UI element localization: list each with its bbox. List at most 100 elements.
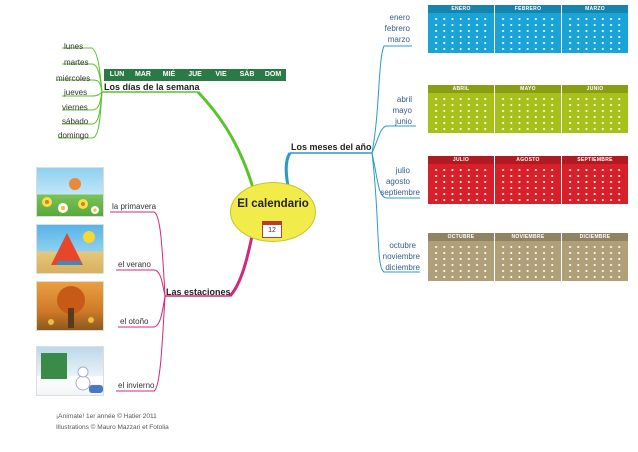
month-label-noviembre: noviembre <box>382 252 420 261</box>
day-label-domingo: domingo <box>58 131 89 140</box>
calendar-diciembre: DICIEMBRE <box>562 233 628 281</box>
calendar-grid <box>499 244 557 278</box>
calendar-title: OCTUBRE <box>428 233 494 241</box>
weekday-abbr: LUN <box>109 71 125 78</box>
month-label-junio: junio <box>395 117 412 126</box>
connector-months-q4 <box>371 152 420 273</box>
calendar-grid <box>566 96 624 130</box>
month-label-marzo: marzo <box>387 35 410 44</box>
calendar-grid <box>432 244 490 278</box>
weekday-abbr: MAR <box>135 71 151 78</box>
calendar-septiembre: SEPTIEMBRE <box>562 156 628 204</box>
calendar-icon: 12 <box>262 221 282 238</box>
calendar-title: MARZO <box>562 5 628 13</box>
credit-line-1: ¡Anímate! 1er année © Hatier 2011 <box>56 413 157 420</box>
calendar-abril: ABRIL <box>428 85 494 133</box>
calendar-grid <box>432 167 490 201</box>
calendar-grid <box>499 16 557 50</box>
connector-days-trunk <box>196 90 257 196</box>
calendar-grid <box>566 244 624 278</box>
connector-day-4 <box>62 91 103 97</box>
month-label-octubre: octubre <box>389 241 416 250</box>
month-label-diciembre: diciembre <box>385 263 420 272</box>
calendar-title: JUNIO <box>562 85 628 93</box>
day-label-sabado: sábado <box>62 117 89 126</box>
calendar-title: DICIEMBRE <box>562 233 628 241</box>
calendar-grid <box>499 167 557 201</box>
month-label-abril: abril <box>396 95 412 104</box>
credit-line-2: Illustrations © Mauro Mazzari et Fotolia <box>56 424 169 431</box>
spring-illustration <box>36 167 104 217</box>
weekday-abbreviation-bar: LUN MAR MIÉ JUE VIE SÁB DOM <box>104 69 286 81</box>
weekday-abbr: JUE <box>188 71 202 78</box>
winter-illustration <box>36 346 104 396</box>
calendar-junio: JUNIO <box>562 85 628 133</box>
month-label-enero: enero <box>389 13 410 22</box>
beach-icon <box>51 231 95 265</box>
calendar-febrero: FEBRERO <box>495 5 561 53</box>
month-label-julio: julio <box>395 166 410 175</box>
central-node-title: El calendario <box>237 198 309 210</box>
calendar-grid <box>432 16 490 50</box>
calendar-grid <box>566 16 624 50</box>
connector-seasons-trunk <box>228 235 254 298</box>
calendar-mayo: MAYO <box>495 85 561 133</box>
weekday-abbr: SÁB <box>239 71 255 78</box>
connector-day-3 <box>56 79 103 93</box>
day-label-lunes: lunes <box>64 42 84 51</box>
connector-day-7 <box>58 91 103 139</box>
connector-season-3 <box>118 295 166 328</box>
day-label-jueves: jueves <box>64 88 88 97</box>
calendar-noviembre: NOVIEMBRE <box>495 233 561 281</box>
month-label-agosto: agosto <box>385 177 410 186</box>
branch-seasons-label: Las estaciones <box>166 287 231 297</box>
calendar-grid <box>432 96 490 130</box>
calendar-title: MAYO <box>495 85 561 93</box>
calendar-title: NOVIEMBRE <box>495 233 561 241</box>
calendar-julio: JULIO <box>428 156 494 204</box>
summer-illustration <box>36 224 104 274</box>
month-label-mayo: mayo <box>392 106 412 115</box>
branch-months-label: Los meses del año <box>291 142 372 152</box>
month-label-febrero: febrero <box>384 24 410 33</box>
connector-months-q3 <box>371 152 420 199</box>
calendar-grid <box>499 96 557 130</box>
weekday-abbr: VIE <box>215 71 227 78</box>
calendar-row-q4: OCTUBRE NOVIEMBRE DICIEMBRE <box>428 233 629 281</box>
calendar-row-q1: ENERO FEBRERO MARZO <box>428 5 629 53</box>
calendar-agosto: AGOSTO <box>495 156 561 204</box>
calendar-title: ENERO <box>428 5 494 13</box>
calendar-title: SEPTIEMBRE <box>562 156 628 164</box>
autumn-illustration <box>36 281 104 331</box>
calendar-marzo: MARZO <box>562 5 628 53</box>
calendar-title: FEBRERO <box>495 5 561 13</box>
season-label-verano: el verano <box>118 260 151 269</box>
season-label-primavera: la primavera <box>112 202 157 211</box>
branch-days-label: Los días de la semana <box>104 82 200 92</box>
calendar-title: AGOSTO <box>495 156 561 164</box>
connector-day-1 <box>62 47 103 93</box>
calendar-grid <box>566 167 624 201</box>
autumn-tree-icon <box>48 286 94 328</box>
day-label-martes: martes <box>64 58 89 67</box>
snowman-icon <box>41 353 103 393</box>
month-label-septiembre: septiembre <box>380 188 420 197</box>
calendar-enero: ENERO <box>428 5 494 53</box>
connector-months-q2 <box>371 125 416 154</box>
weekday-abbr: DOM <box>264 71 282 78</box>
connector-season-1 <box>110 211 166 297</box>
day-label-miercoles: miércoles <box>56 74 91 83</box>
season-label-invierno: el invierno <box>118 381 155 390</box>
calendar-row-q3: JULIO AGOSTO SEPTIEMBRE <box>428 156 629 204</box>
calendar-octubre: OCTUBRE <box>428 233 494 281</box>
flowers-icon <box>42 178 99 214</box>
connector-season-2 <box>116 269 166 297</box>
connector-months-q1 <box>371 45 412 154</box>
connector-season-4 <box>116 295 166 392</box>
calendar-row-q2: ABRIL MAYO JUNIO <box>428 85 629 133</box>
season-label-otono: el otoño <box>120 317 149 326</box>
calendar-title: JULIO <box>428 156 494 164</box>
day-label-viernes: viernes <box>62 103 88 112</box>
weekday-abbr: MIÉ <box>162 71 176 78</box>
